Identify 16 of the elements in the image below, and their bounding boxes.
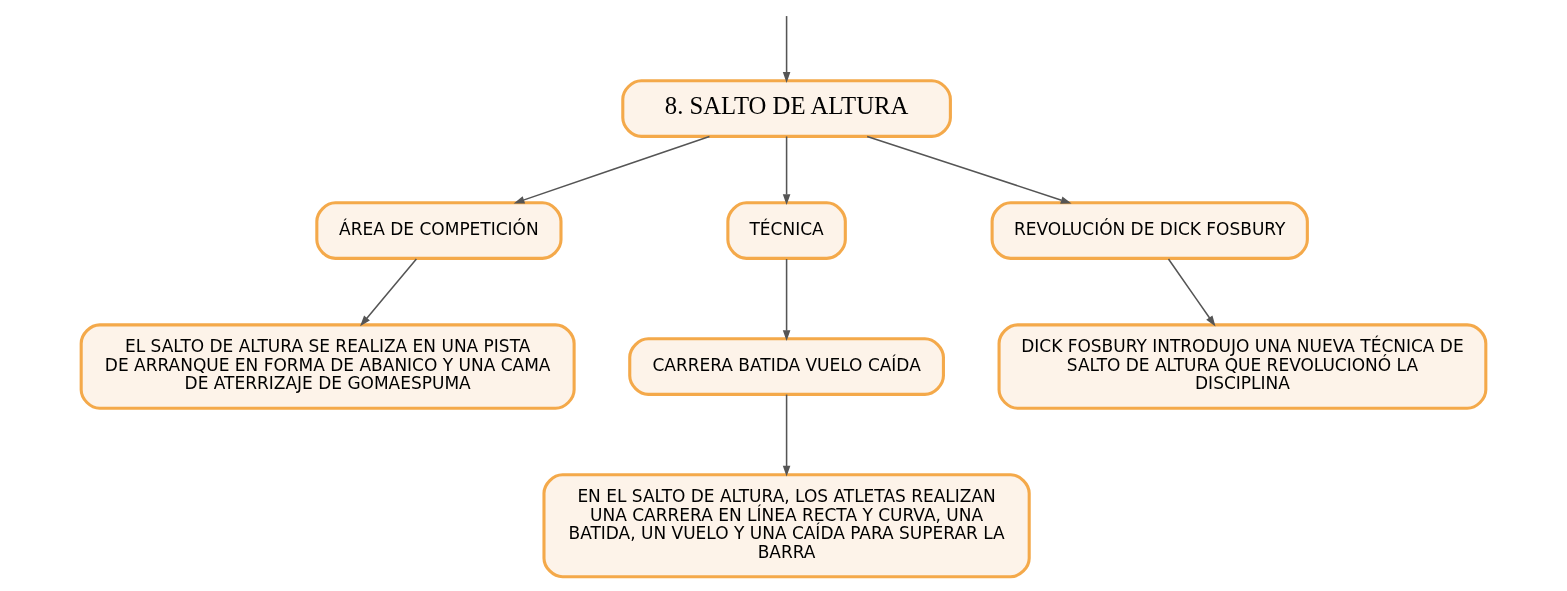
arrow bbox=[782, 258, 791, 341]
arrow bbox=[782, 135, 791, 206]
node-box: EL SALTO DE ALTURA SE REALIZA EN UNA PISTA DE ARRANQUE EN FORMA DE ABANICO Y UNA CAMA DE ATERRIZAJE DE GOMAESPUMA bbox=[79, 323, 576, 410]
node-box: REVOLUCIÓN DE DICK FOSBURY bbox=[990, 201, 1309, 260]
arrow bbox=[866, 135, 1072, 204]
arrow bbox=[513, 135, 711, 204]
node-box: 8. SALTO DE ALTURA bbox=[621, 79, 952, 138]
arrow bbox=[782, 15, 791, 83]
arrow bbox=[1167, 258, 1216, 327]
node-box: CARRERA BATIDA VUELO CAÍDA bbox=[628, 337, 945, 396]
node-box: TÉCNICA bbox=[726, 201, 847, 260]
arrow bbox=[360, 258, 418, 327]
node-box: DICK FOSBURY INTRODUJO UNA NUEVA TÉCNICA DE SALTO DE ALTURA QUE REVOLUCIONÓ LA DISCIPLINA bbox=[997, 323, 1488, 410]
node-box: ÁREA DE COMPETICIÓN bbox=[315, 201, 563, 260]
arrow bbox=[782, 393, 791, 477]
node-box: EN EL SALTO DE ALTURA, LOS ATLETAS REALIZAN UNA CARRERA EN LÍNEA RECTA Y CURVA, UNA BATIDA, UN VUELO Y UNA CAÍDA PARA SUPERAR LA BARRA bbox=[542, 473, 1031, 579]
